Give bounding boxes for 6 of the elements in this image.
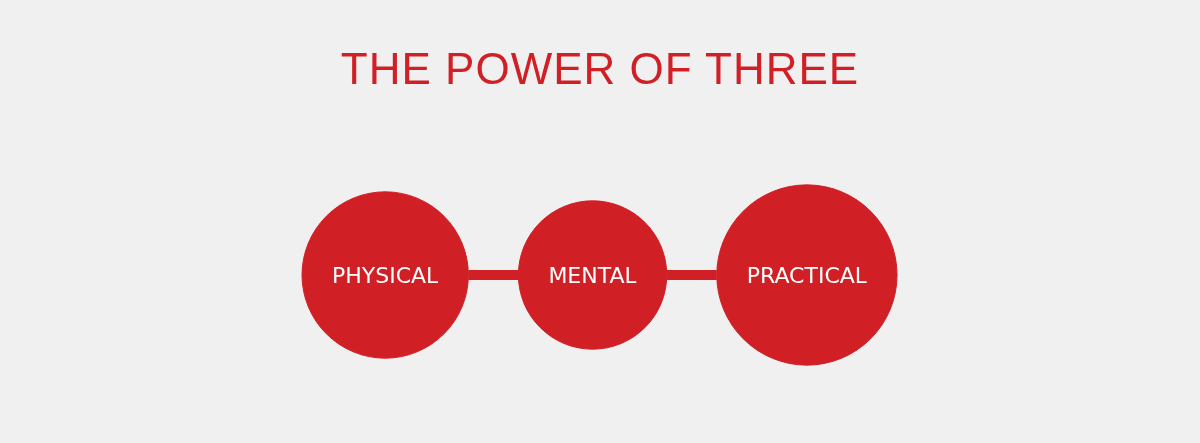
node-circle: MENTAL bbox=[518, 200, 668, 350]
node-circle: PHYSICAL bbox=[301, 191, 470, 359]
connector bbox=[666, 270, 719, 280]
title: THE POWER OF THREE bbox=[339, 44, 861, 94]
connector bbox=[468, 270, 520, 280]
node-circle: PRACTICAL bbox=[716, 184, 898, 366]
